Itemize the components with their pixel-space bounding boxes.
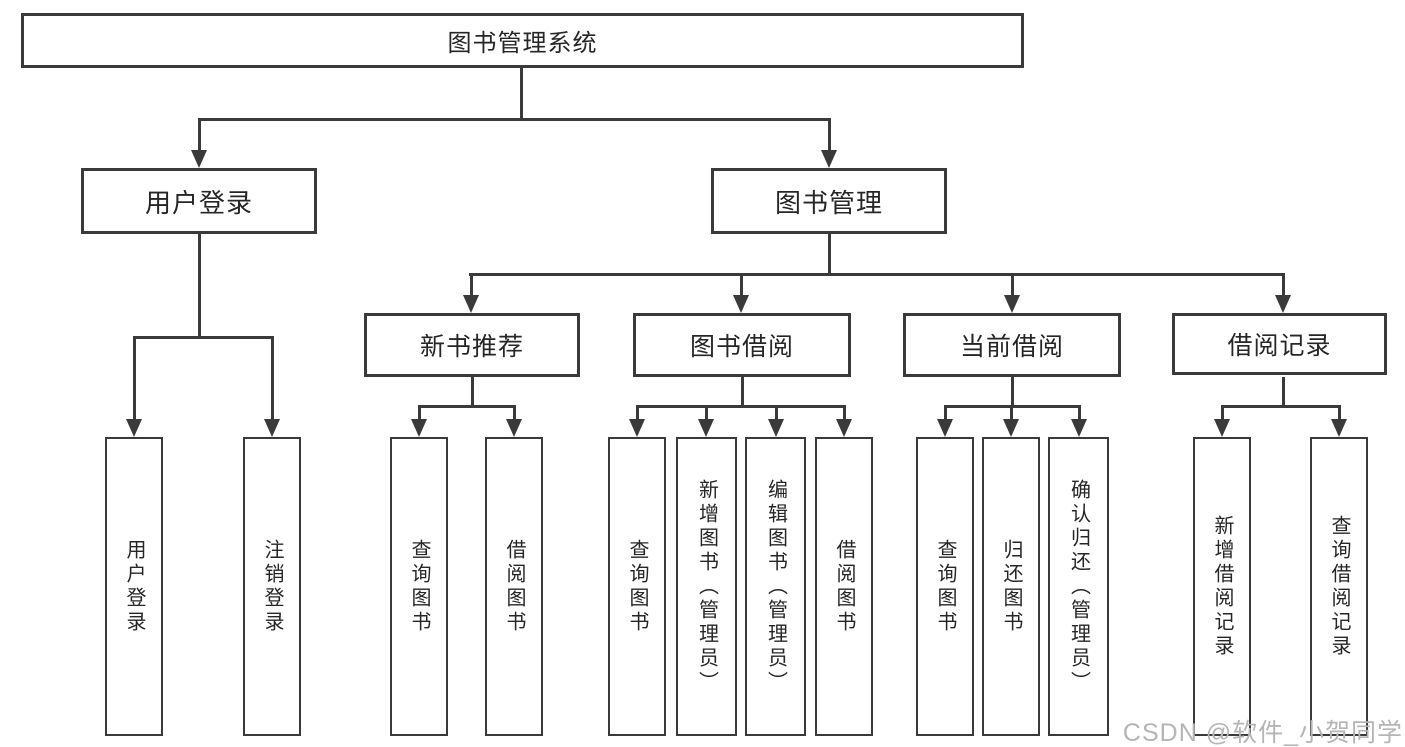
node-current-borrow-label: 当前借阅 bbox=[959, 333, 1064, 361]
node-user-login-label: 用户登录 bbox=[144, 187, 253, 218]
node-root: 图书管理系统 bbox=[21, 13, 1024, 68]
arrow-to-current-borrow bbox=[1010, 273, 1014, 295]
arrow-g1-c1 bbox=[704, 405, 708, 419]
node-root-label: 图书管理系统 bbox=[447, 30, 598, 57]
leaf-g1-add-books-admin: 新增图书（管理员） bbox=[676, 437, 737, 736]
arrow-g2-c2 bbox=[1077, 405, 1081, 419]
arrow-to-logout-leaf bbox=[270, 336, 274, 419]
arrow-to-book-mgmt bbox=[827, 118, 831, 150]
arrow-g0-c0 bbox=[417, 405, 421, 419]
arrow-to-login-leaf bbox=[132, 336, 136, 419]
leaf-g1-borrow-books: 借阅图书 bbox=[815, 437, 873, 736]
node-book-borrow-label: 图书借阅 bbox=[689, 333, 794, 361]
connector-user-bar bbox=[132, 336, 274, 339]
node-book-borrow: 图书借阅 bbox=[633, 313, 851, 377]
connector-g2-stem bbox=[1010, 377, 1014, 405]
leaf-logout-label: 注销登录 bbox=[261, 538, 283, 635]
connector-g1-bar bbox=[635, 405, 846, 408]
leaf-g3-add-record-label: 新增借阅记录 bbox=[1211, 514, 1233, 659]
leaf-g0-borrow-books-label: 借阅图书 bbox=[503, 538, 525, 635]
arrow-g3-c0 bbox=[1220, 405, 1224, 419]
leaf-g1-edit-books-admin-label: 编辑图书（管理员） bbox=[764, 478, 787, 695]
node-new-books-label: 新书推荐 bbox=[419, 333, 524, 361]
leaf-g0-borrow-books: 借阅图书 bbox=[485, 437, 543, 736]
connector-g0-bar bbox=[417, 405, 516, 408]
connector-g1-stem bbox=[740, 377, 744, 405]
connector-user-stem bbox=[197, 234, 201, 336]
arrow-to-book-borrow bbox=[739, 273, 743, 295]
leaf-g1-query-books-label: 查询图书 bbox=[626, 538, 648, 635]
leaf-g2-query-books: 查询图书 bbox=[916, 437, 974, 736]
arrow-to-new-books bbox=[469, 273, 473, 295]
leaf-g1-add-books-admin-label: 新增图书（管理员） bbox=[695, 478, 718, 695]
connector-level2-bar bbox=[198, 118, 831, 121]
connector-g0-stem bbox=[470, 377, 474, 405]
connector-g3-stem bbox=[1281, 377, 1285, 405]
arrow-g1-c3 bbox=[842, 405, 846, 419]
node-new-books: 新书推荐 bbox=[364, 313, 580, 377]
arrow-g1-c0 bbox=[635, 405, 639, 419]
node-borrow-records: 借阅记录 bbox=[1172, 313, 1387, 375]
leaf-g0-query-books: 查询图书 bbox=[390, 437, 448, 736]
leaf-g3-add-record: 新增借阅记录 bbox=[1193, 437, 1251, 736]
csdn-watermark: CSDN @软件_小贺同学 bbox=[1122, 719, 1403, 747]
arrow-g2-c0 bbox=[943, 405, 947, 419]
node-current-borrow: 当前借阅 bbox=[903, 313, 1121, 377]
leaf-g3-query-record-label: 查询借阅记录 bbox=[1328, 514, 1350, 659]
connector-level3-bar bbox=[469, 273, 1284, 276]
node-user-login: 用户登录 bbox=[81, 168, 317, 234]
arrow-g0-c1 bbox=[512, 405, 516, 419]
leaf-g1-query-books: 查询图书 bbox=[608, 437, 666, 736]
leaf-g2-return-books: 归还图书 bbox=[982, 437, 1040, 736]
node-book-mgmt-label: 图书管理 bbox=[774, 187, 883, 218]
leaf-user-login: 用户登录 bbox=[105, 437, 163, 736]
leaf-g1-borrow-books-label: 借阅图书 bbox=[833, 538, 855, 635]
leaf-user-login-label: 用户登录 bbox=[123, 538, 145, 635]
connector-g3-bar bbox=[1220, 405, 1341, 408]
arrow-g1-c2 bbox=[774, 405, 778, 419]
leaf-logout: 注销登录 bbox=[243, 437, 301, 736]
leaf-g2-return-books-label: 归还图书 bbox=[1000, 538, 1022, 635]
arrow-to-borrow-records bbox=[1281, 273, 1285, 295]
arrow-to-user-login bbox=[197, 118, 201, 150]
leaf-g3-query-record: 查询借阅记录 bbox=[1310, 437, 1368, 736]
leaf-g0-query-books-label: 查询图书 bbox=[408, 538, 430, 635]
leaf-g2-query-books-label: 查询图书 bbox=[934, 538, 956, 635]
leaf-g1-edit-books-admin: 编辑图书（管理员） bbox=[745, 437, 806, 736]
connector-root-stem bbox=[520, 68, 523, 118]
arrow-g2-c1 bbox=[1009, 405, 1013, 419]
leaf-g2-confirm-return-admin-label: 确认归还（管理员） bbox=[1067, 478, 1090, 695]
connector-mgmt-stem bbox=[827, 234, 831, 273]
node-borrow-records-label: 借阅记录 bbox=[1227, 332, 1332, 360]
leaf-g2-confirm-return-admin: 确认归还（管理员） bbox=[1048, 437, 1109, 736]
arrow-g3-c1 bbox=[1337, 405, 1341, 419]
node-book-mgmt: 图书管理 bbox=[711, 168, 947, 234]
